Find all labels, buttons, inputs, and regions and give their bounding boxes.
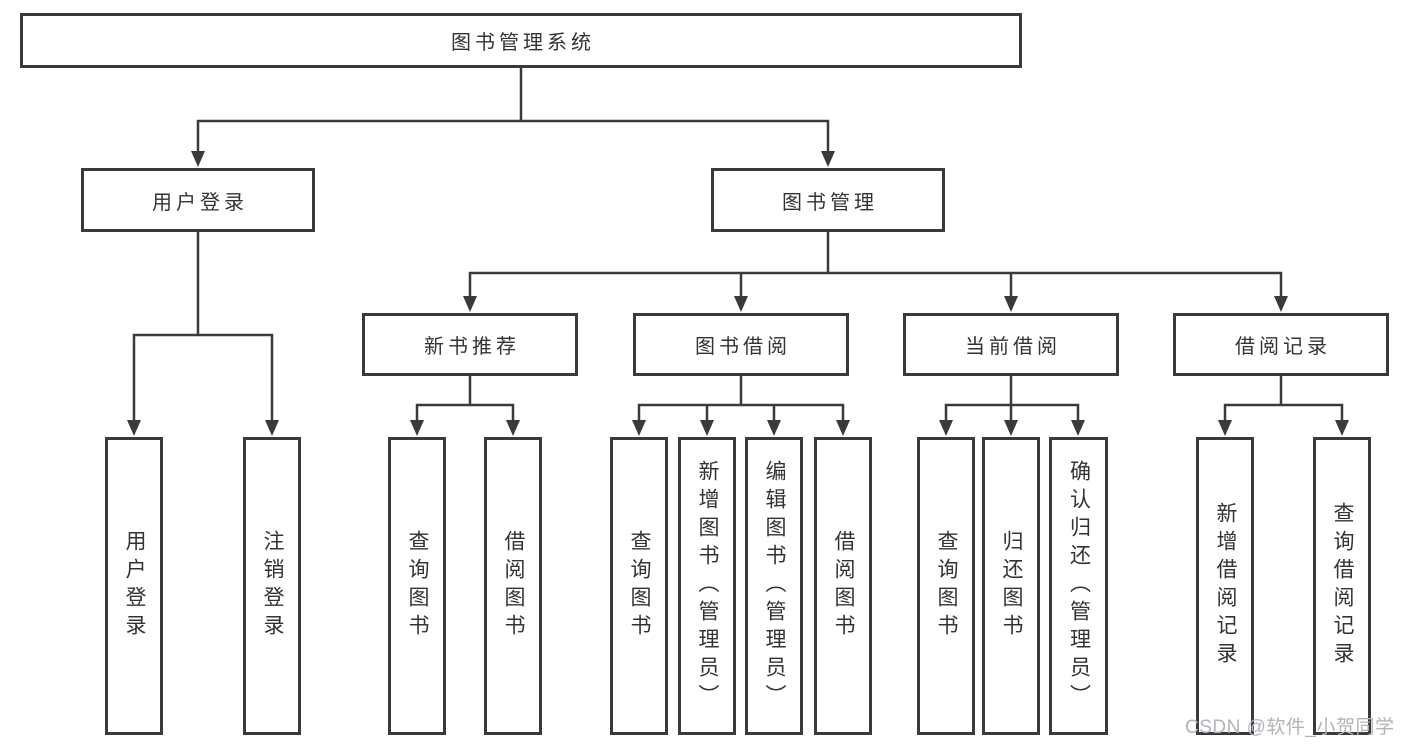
- node-current-borrow-label: 当前借阅: [965, 336, 1061, 358]
- node-new-book-recommend: 新书推荐: [362, 313, 578, 376]
- node-new-book-recommend-label: 新书推荐: [424, 336, 520, 358]
- node-root-label: 图书管理系统: [451, 32, 595, 54]
- leaf-cb-return-books: 归还图书: [982, 437, 1040, 735]
- connector-path: [132, 66, 1344, 423]
- leaf-cb-confirm-return-admin: 确认归还（管理员）: [1049, 437, 1108, 735]
- leaf-cb-return-books-label: 归还图书: [1000, 530, 1023, 642]
- csdn-watermark: CSDN @软件_小贺同学: [1185, 717, 1395, 738]
- arrowhead: [836, 420, 850, 436]
- leaf-bb-edit-books-admin: 编辑图书（管理员）: [745, 437, 803, 735]
- leaf-bb-add-books-admin: 新增图书（管理员）: [678, 437, 736, 735]
- leaf-bb-borrow-books-label: 借阅图书: [832, 530, 855, 642]
- leaf-logout: 注销登录: [243, 437, 301, 735]
- leaf-cb-query-books: 查询图书: [917, 437, 975, 735]
- arrowhead: [821, 151, 835, 167]
- arrowhead: [1335, 420, 1349, 436]
- node-book-management-label: 图书管理: [782, 191, 878, 214]
- arrowhead: [1004, 420, 1018, 436]
- arrowhead: [463, 296, 477, 312]
- leaf-nb-query-books-label: 查询图书: [406, 530, 429, 642]
- arrowhead: [939, 420, 953, 436]
- leaf-user-login: 用户登录: [105, 437, 163, 735]
- node-user-login-label: 用户登录: [152, 191, 248, 214]
- arrowhead: [410, 420, 424, 436]
- arrowhead: [1218, 420, 1232, 436]
- arrowhead: [734, 296, 748, 312]
- arrowhead: [127, 420, 141, 436]
- arrowhead: [700, 420, 714, 436]
- node-user-login: 用户登录: [81, 168, 315, 232]
- arrowhead: [506, 420, 520, 436]
- leaf-br-add-record-label: 新增借阅记录: [1214, 502, 1237, 670]
- arrowhead: [265, 420, 279, 436]
- leaf-br-query-record-label: 查询借阅记录: [1331, 502, 1354, 670]
- node-book-management: 图书管理: [711, 168, 945, 232]
- node-borrow-records-label: 借阅记录: [1235, 336, 1331, 358]
- leaf-cb-query-books-label: 查询图书: [935, 530, 958, 642]
- node-book-borrow-label: 图书借阅: [695, 336, 791, 358]
- leaf-nb-borrow-books-label: 借阅图书: [502, 530, 525, 642]
- leaf-bb-borrow-books: 借阅图书: [814, 437, 872, 735]
- leaf-logout-label: 注销登录: [261, 530, 284, 642]
- arrowhead: [191, 151, 205, 167]
- leaf-br-add-record: 新增借阅记录: [1196, 437, 1254, 735]
- leaf-bb-query-books: 查询图书: [610, 437, 668, 735]
- leaf-cb-confirm-return-admin-label: 确认归还（管理员）: [1067, 460, 1091, 712]
- node-root: 图书管理系统: [20, 13, 1022, 68]
- leaf-user-login-label: 用户登录: [123, 530, 146, 642]
- arrowhead: [1071, 420, 1085, 436]
- leaf-nb-borrow-books: 借阅图书: [484, 437, 542, 735]
- arrowhead: [1274, 296, 1288, 312]
- leaf-bb-query-books-label: 查询图书: [628, 530, 651, 642]
- leaf-bb-add-books-admin-label: 新增图书（管理员）: [696, 460, 719, 712]
- arrowhead: [1004, 296, 1018, 312]
- arrowhead: [632, 420, 646, 436]
- arrowhead-group: [127, 151, 1349, 436]
- node-borrow-records: 借阅记录: [1173, 313, 1389, 376]
- node-book-borrow: 图书借阅: [633, 313, 849, 376]
- arrowhead: [767, 420, 781, 436]
- leaf-nb-query-books: 查询图书: [388, 437, 446, 735]
- leaf-bb-edit-books-admin-label: 编辑图书（管理员）: [763, 460, 786, 712]
- leaf-br-query-record: 查询借阅记录: [1313, 437, 1371, 735]
- node-current-borrow: 当前借阅: [903, 313, 1119, 376]
